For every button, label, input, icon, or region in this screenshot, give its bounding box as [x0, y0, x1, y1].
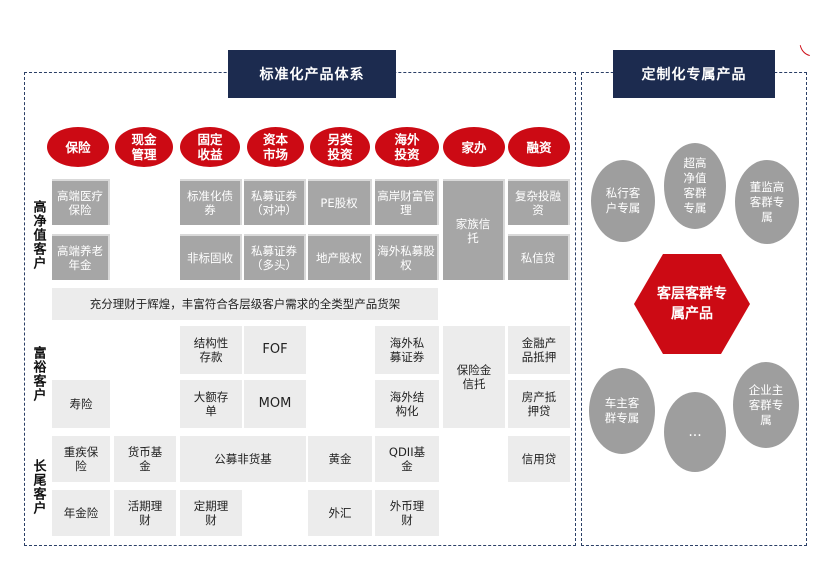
corner-mark-icon: 乀: [798, 44, 812, 59]
product-cell: 货币基金: [114, 436, 176, 482]
category-alternative: 另类投资: [310, 127, 370, 167]
custom-circle: 超高净值客群专属: [664, 143, 726, 229]
hnw-banner: 充分理财于辉煌，丰富符合各层级客户需求的全类型产品货架: [52, 288, 438, 320]
category-family-office: 家办: [443, 127, 505, 167]
product-cell: 海外结构化: [375, 380, 439, 428]
product-cell: 金融产品抵押: [508, 326, 570, 374]
custom-circle: ...: [664, 392, 726, 472]
product-cell: 复杂投融资: [508, 179, 570, 225]
product-cell: 私募证券（对冲）: [244, 179, 306, 225]
custom-circle: 董监高客群专属: [735, 160, 799, 244]
product-cell: 地产股权: [308, 234, 372, 280]
category-capital-market: 资本市场: [247, 127, 304, 167]
custom-products-title: 定制化专属产品: [613, 50, 775, 98]
product-cell-insurance-trust: 保险金信托: [443, 326, 505, 428]
product-cell: 非标固收: [180, 234, 242, 280]
product-cell: 结构性存款: [180, 326, 242, 374]
product-cell: 寿险: [52, 380, 110, 428]
product-cell: 重疾保险: [52, 436, 110, 482]
product-cell: 高端医疗保险: [52, 179, 110, 225]
product-cell: 私募证券（多头）: [244, 234, 306, 280]
product-cell: 公募非货基: [180, 436, 306, 482]
product-cell: 私信贷: [508, 234, 570, 280]
product-cell: FOF: [244, 326, 306, 374]
category-overseas: 海外投资: [375, 127, 439, 167]
custom-circle: 车主客群专属: [589, 368, 655, 454]
product-cell: QDII基金: [375, 436, 439, 482]
category-financing: 融资: [508, 127, 570, 167]
segment-hnw: 高净值客户: [30, 200, 46, 270]
product-cell: 定期理财: [180, 490, 242, 536]
product-cell: 外币理财: [375, 490, 439, 536]
product-cell: 活期理财: [114, 490, 176, 536]
product-cell: 大额存单: [180, 380, 242, 428]
product-cell: 房产抵押贷: [508, 380, 570, 428]
product-cell: 年金险: [52, 490, 110, 536]
product-cell: MOM: [244, 380, 306, 428]
product-cell: 外汇: [308, 490, 372, 536]
product-cell: 海外私募股权: [375, 234, 439, 280]
category-fixed-income: 固定收益: [180, 127, 240, 167]
product-cell: 高岸财富管理: [375, 179, 439, 225]
product-cell: 信用贷: [508, 436, 570, 482]
custom-circle: 私行客户专属: [591, 160, 655, 242]
product-cell: PE股权: [308, 179, 372, 225]
custom-circle: 企业主客群专属: [733, 362, 799, 448]
segment-longtail: 长尾客户: [30, 459, 46, 515]
product-cell-family-trust: 家族信托: [443, 179, 505, 280]
product-cell: 标准化债券: [180, 179, 242, 225]
category-insurance: 保险: [47, 127, 109, 167]
product-cell: 海外私募证券: [375, 326, 439, 374]
standard-products-title: 标准化产品体系: [228, 50, 396, 98]
product-cell: 黄金: [308, 436, 372, 482]
product-cell: 高端养老年金: [52, 234, 110, 280]
category-cash-management: 现金管理: [115, 127, 173, 167]
segment-affluent: 富裕客户: [30, 346, 46, 402]
